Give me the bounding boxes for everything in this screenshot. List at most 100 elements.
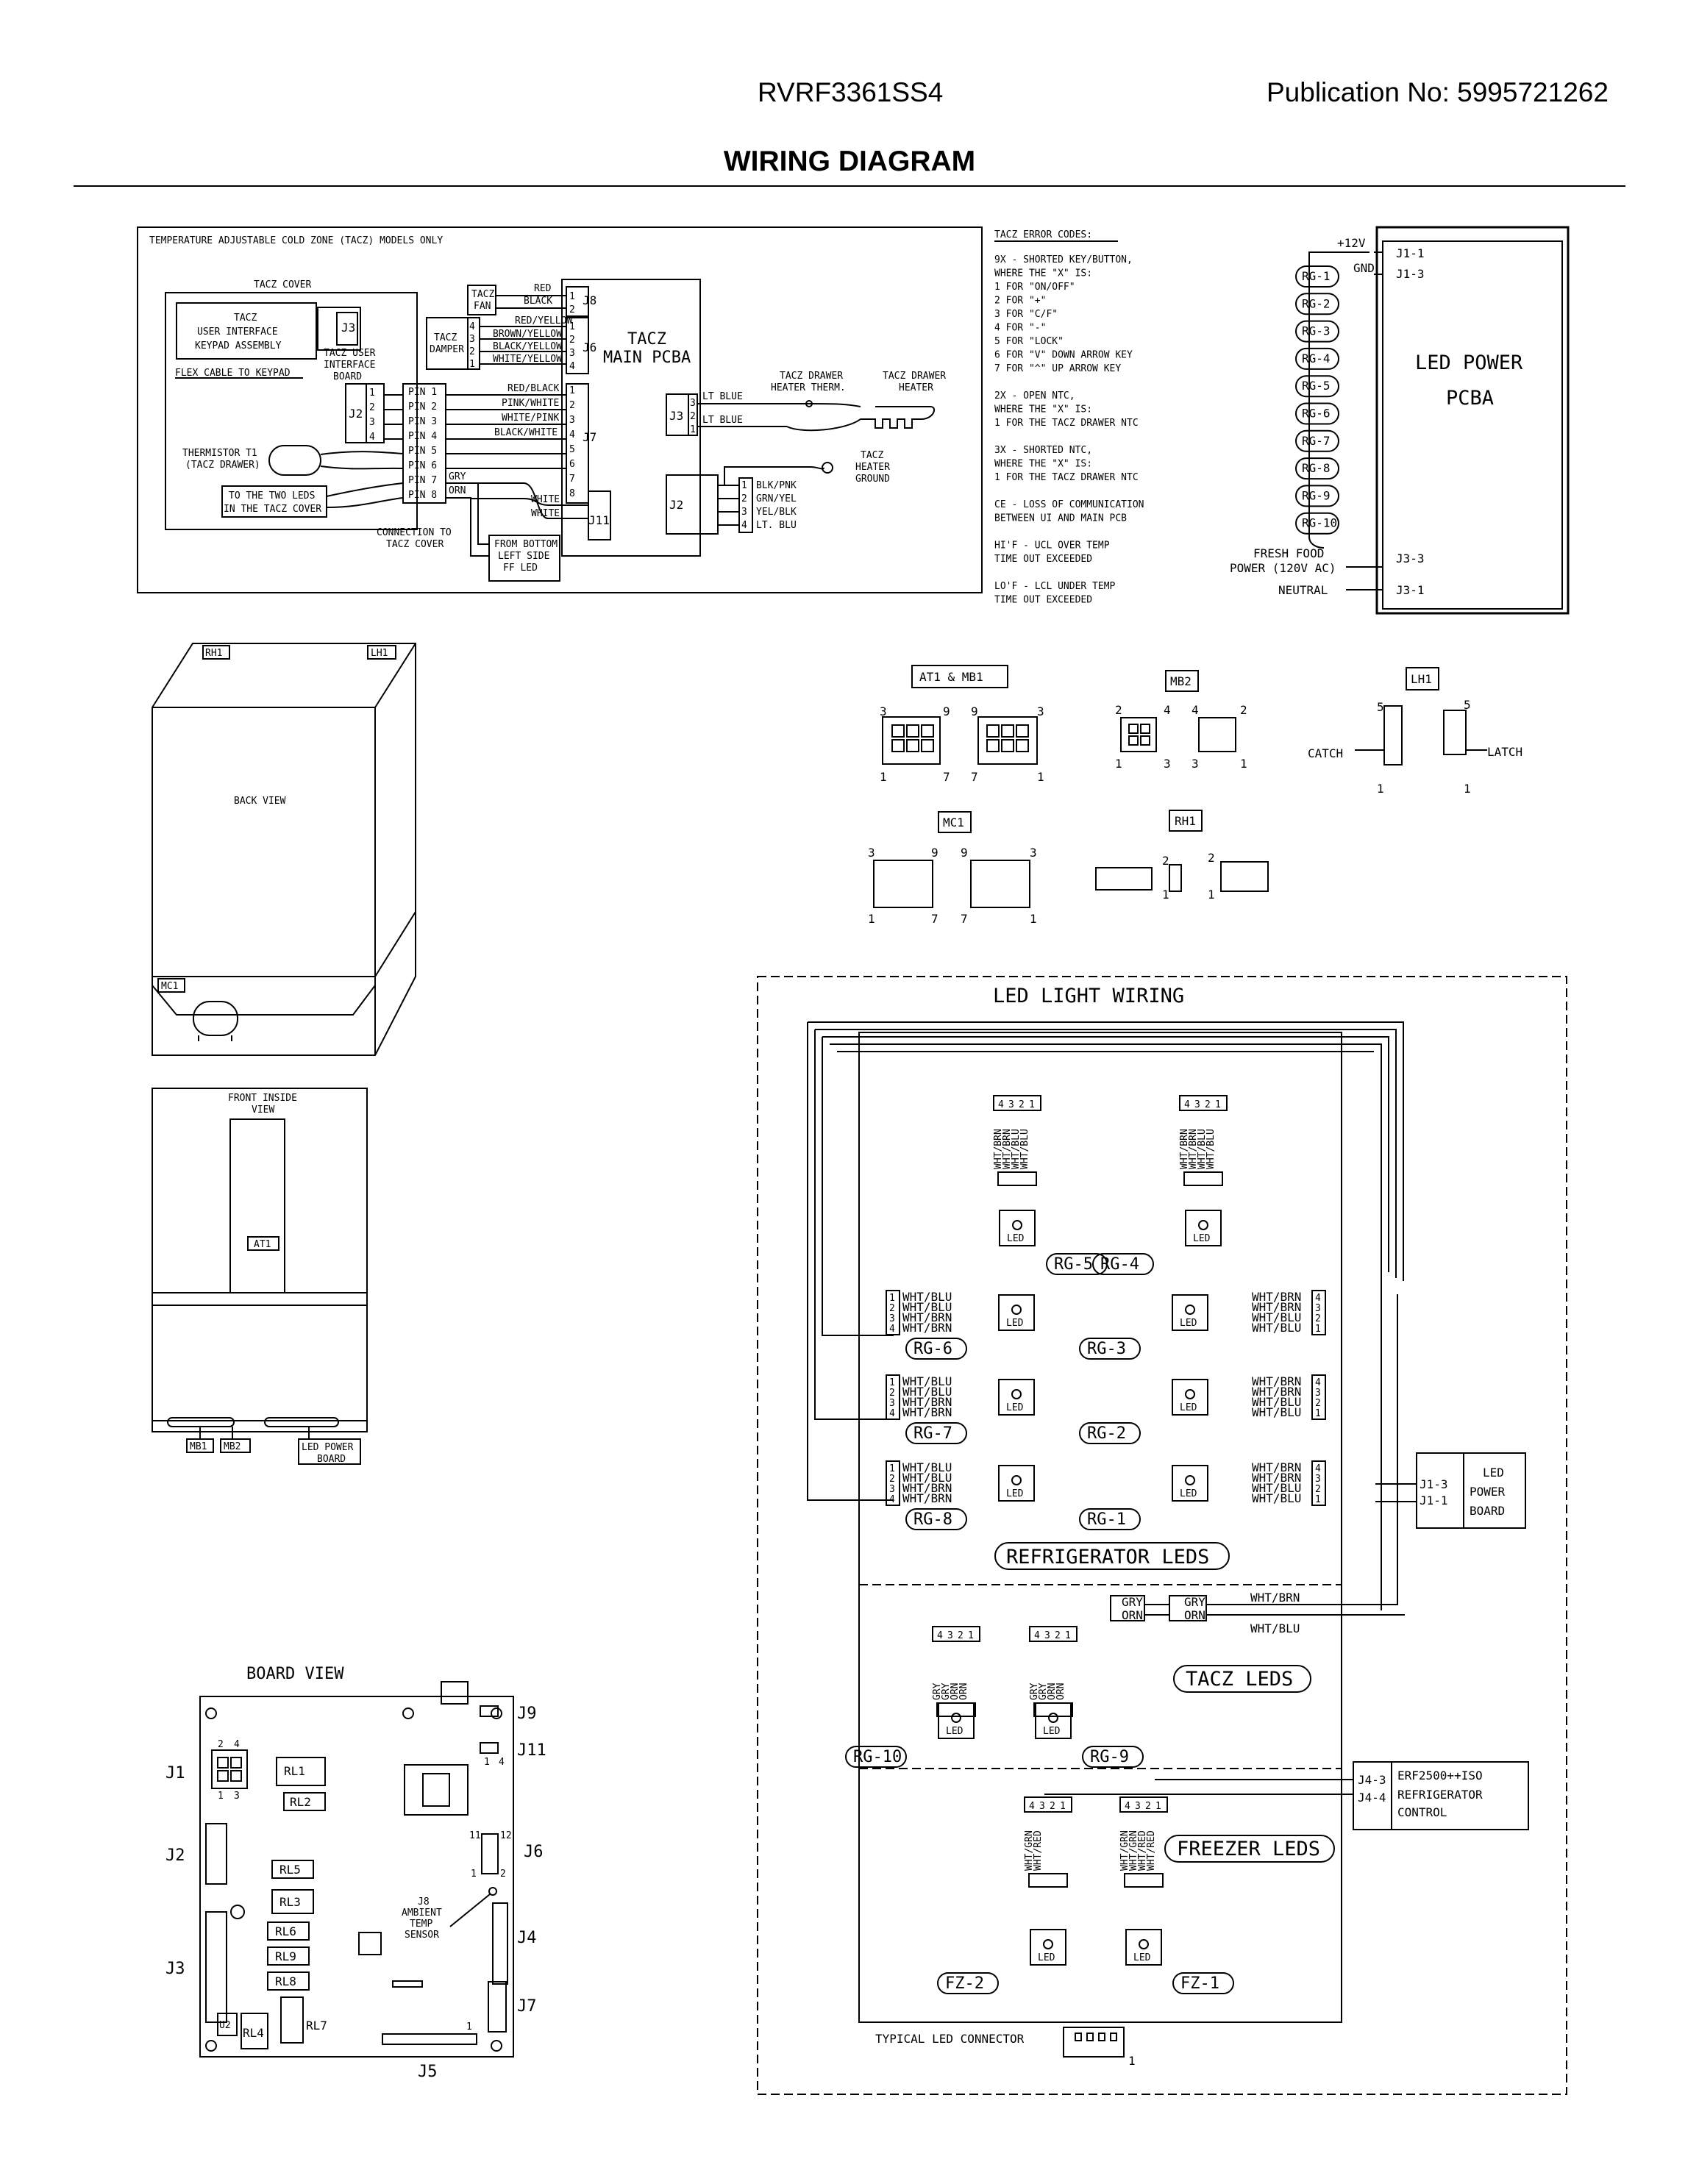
pin-number: 4 [1034, 1630, 1040, 1641]
j8-connector [566, 286, 589, 317]
rg-terminal: RG-5 [1295, 375, 1339, 398]
svg-text:MB1: MB1 [190, 1441, 207, 1452]
tacz-panel-title: TEMPERATURE ADJUSTABLE COLD ZONE (TACZ) … [149, 235, 443, 246]
pin-number: 3 [1135, 1801, 1141, 1812]
pin-number: 2 [889, 1388, 895, 1399]
pin-number: 2 [1050, 1801, 1055, 1812]
svg-text:1: 1 [569, 291, 575, 302]
pin-number: 3 [1039, 1801, 1045, 1812]
ui-board-line2: INTERFACE [324, 360, 375, 371]
svg-text:ORN: ORN [449, 485, 466, 496]
wire-label: GRY [1029, 1682, 1040, 1700]
led-text: LED [1180, 1402, 1197, 1413]
svg-text:YEL/BLK: YEL/BLK [756, 507, 797, 518]
error-code-line: LO'F - LCL UNDER TEMP [994, 581, 1116, 592]
svg-text:4: 4 [234, 1739, 240, 1750]
pin-number: 4 [937, 1630, 943, 1641]
led-module: LED RG-8 [905, 1465, 1035, 1530]
error-code-line: HI'F - UCL OVER TEMP [994, 540, 1110, 552]
connection-line1: CONNECTION TO [377, 527, 452, 538]
svg-text:5: 5 [1377, 700, 1384, 714]
svg-text:RED: RED [534, 283, 552, 294]
wire-label: WHT/BRN [902, 1481, 952, 1495]
svg-text:MB2: MB2 [1170, 674, 1192, 688]
pin-number: 3 [1194, 1099, 1200, 1110]
error-code-line: 1 FOR "ON/OFF" [994, 282, 1075, 293]
svg-text:3: 3 [1030, 846, 1037, 860]
error-code-line: 1 FOR THE TACZ DRAWER NTC [994, 472, 1139, 483]
pin-number: 1 [1065, 1630, 1071, 1641]
svg-text:POWER (120V AC): POWER (120V AC) [1230, 561, 1336, 575]
error-code-line: 3X - SHORTED NTC, [994, 445, 1092, 456]
svg-text:TYPICAL LED CONNECTOR: TYPICAL LED CONNECTOR [875, 2032, 1025, 2046]
error-code-line: 6 FOR "V" DOWN ARROW KEY [994, 350, 1133, 361]
svg-text:3: 3 [1037, 704, 1044, 718]
pin-number: 1 [1315, 1494, 1321, 1505]
mb2-connector-front [1120, 717, 1157, 752]
publication-number: Publication No: 5995721262 [1267, 77, 1609, 107]
svg-text:1: 1 [1464, 782, 1471, 796]
svg-text:RL9: RL9 [275, 1949, 296, 1963]
led-module-label: RG-3 [1087, 1340, 1126, 1358]
svg-text:PIN 7: PIN 7 [408, 475, 437, 486]
pin-number: 3 [1044, 1630, 1050, 1641]
svg-text:CATCH: CATCH [1308, 746, 1343, 760]
svg-text:1: 1 [484, 1757, 490, 1768]
svg-text:2: 2 [1162, 854, 1169, 868]
svg-text:MC1: MC1 [943, 816, 964, 829]
error-codes: TACZ ERROR CODES: 9X - SHORTED KEY/BUTTO… [994, 229, 1144, 606]
ui-keypad-line2: USER INTERFACE [197, 326, 278, 338]
led-text: LED [946, 1726, 964, 1737]
svg-text:7: 7 [943, 770, 950, 784]
svg-text:1: 1 [466, 2021, 472, 2033]
svg-text:RL4: RL4 [243, 2026, 264, 2040]
svg-text:SENSOR: SENSOR [405, 1930, 439, 1941]
wire-label: WHT/BLU [1252, 1310, 1301, 1324]
ui-j2-connector [345, 383, 385, 443]
svg-text:RL5: RL5 [279, 1863, 301, 1877]
svg-text:J8: J8 [583, 293, 596, 307]
svg-text:WHITE/YELLOW: WHITE/YELLOW [493, 354, 562, 365]
wire-label: WHT/BLU [902, 1290, 952, 1304]
led-text: LED [1043, 1726, 1061, 1737]
svg-text:12: 12 [500, 1830, 512, 1841]
svg-text:4: 4 [1192, 703, 1199, 717]
tacz-damper-box [426, 317, 469, 370]
tacz-cover-label: TACZ COVER [254, 279, 311, 290]
svg-text:J3-1: J3-1 [1396, 583, 1425, 597]
svg-text:RH1: RH1 [205, 648, 222, 659]
svg-text:2: 2 [741, 493, 747, 504]
svg-text:9: 9 [961, 846, 968, 860]
pin-number: 4 [1315, 1293, 1321, 1304]
wire-label: WHT/BLU [1019, 1129, 1030, 1169]
mc1-connector-front [873, 860, 933, 908]
pin-number: 1 [889, 1463, 895, 1474]
thermistor-line2: (TACZ DRAWER) [185, 460, 260, 471]
led-text: LED [1006, 1488, 1024, 1499]
pin-number: 3 [1315, 1388, 1321, 1399]
svg-text:WHITE/PINK: WHITE/PINK [502, 413, 559, 424]
svg-text:J4-4: J4-4 [1358, 1791, 1386, 1805]
led-text: LED [1193, 1233, 1211, 1244]
error-code-line: 2 FOR "+" [994, 296, 1046, 307]
ui-board-j3-box [317, 307, 361, 351]
wire-label: WHT/BRN [1002, 1129, 1013, 1169]
svg-text:6: 6 [569, 459, 575, 470]
svg-text:1: 1 [1240, 757, 1247, 771]
svg-text:GRY: GRY [1184, 1595, 1205, 1609]
led-module-label: RG-8 [913, 1510, 952, 1529]
j2-header [205, 1823, 227, 1885]
page-title: WIRING DIAGRAM [723, 146, 976, 177]
svg-text:2: 2 [218, 1739, 224, 1750]
wire-label: GRY [941, 1682, 952, 1700]
pin-number: 1 [1029, 1099, 1035, 1110]
wire-label: ORN [1055, 1683, 1066, 1700]
pin-number: 1 [889, 1293, 895, 1304]
pin-number: 1 [1315, 1324, 1321, 1335]
svg-text:J5: J5 [418, 2063, 438, 2081]
svg-text:J6: J6 [583, 340, 596, 354]
svg-text:MC1: MC1 [161, 981, 178, 992]
